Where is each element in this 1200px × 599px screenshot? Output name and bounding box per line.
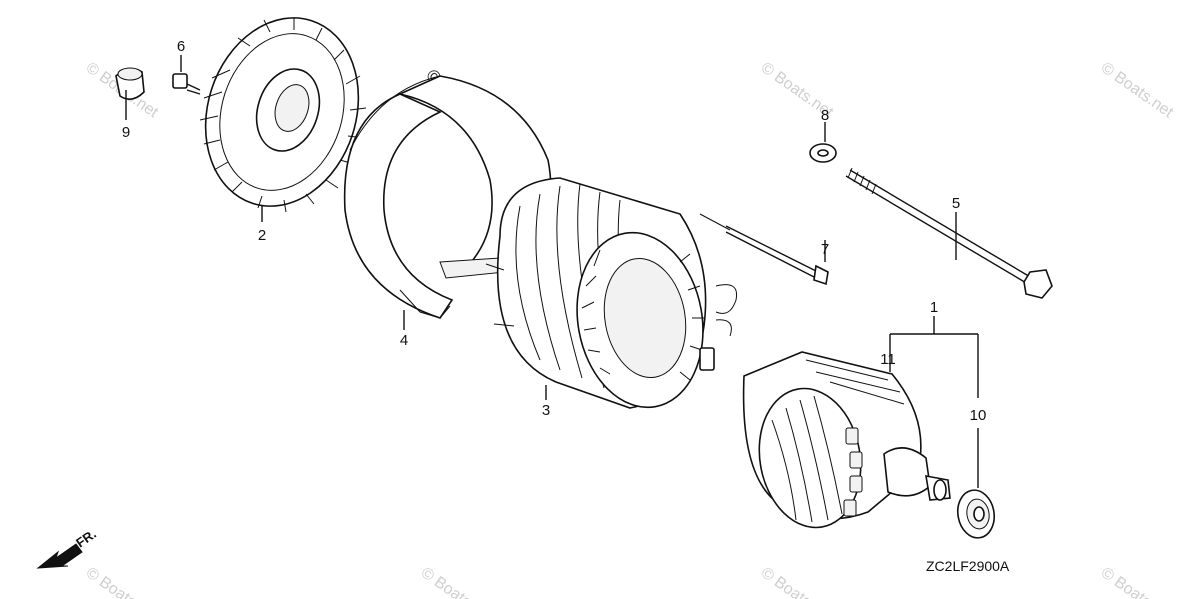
callout-labels: 9 6 2 4 3 7 8 5 1 11 10 xyxy=(122,38,987,424)
front-direction-indicator: FR. xyxy=(36,526,99,569)
part-7-bolt[interactable] xyxy=(725,225,829,286)
watermark-text: © Boats.net xyxy=(83,564,162,599)
part-9-cap[interactable] xyxy=(115,67,145,100)
leader-lines xyxy=(125,55,979,488)
part-3-stator[interactable] xyxy=(485,177,738,417)
part-10-bearing[interactable] xyxy=(954,487,998,541)
callout-3[interactable]: 3 xyxy=(542,402,550,419)
callout-5[interactable]: 5 xyxy=(952,195,960,212)
callout-9[interactable]: 9 xyxy=(122,124,130,141)
watermark-text: © Boats.net xyxy=(418,564,497,599)
callout-10[interactable]: 10 xyxy=(970,407,987,424)
part-6-bolt[interactable] xyxy=(172,73,201,95)
callout-6[interactable]: 6 xyxy=(177,38,185,55)
callout-8[interactable]: 8 xyxy=(821,107,829,124)
callout-7[interactable]: 7 xyxy=(821,241,829,258)
callout-11[interactable]: 11 xyxy=(880,351,896,368)
callout-2[interactable]: 2 xyxy=(258,227,266,244)
watermark-text: © Boats.net xyxy=(1098,59,1177,121)
diagram-code: ZC2LF2900A xyxy=(926,558,1010,574)
part-11-rotor[interactable] xyxy=(742,351,951,536)
callout-4[interactable]: 4 xyxy=(400,332,408,349)
part-8-washer[interactable] xyxy=(809,143,837,163)
part-5-long-bolt[interactable] xyxy=(845,167,1053,299)
callout-1[interactable]: 1 xyxy=(930,299,938,316)
part-2-cooling-fan[interactable] xyxy=(182,0,382,226)
watermark-text: © Boats.net xyxy=(758,564,837,599)
front-arrow-icon xyxy=(36,543,83,569)
watermark-text: © Boats.net xyxy=(1098,564,1177,599)
